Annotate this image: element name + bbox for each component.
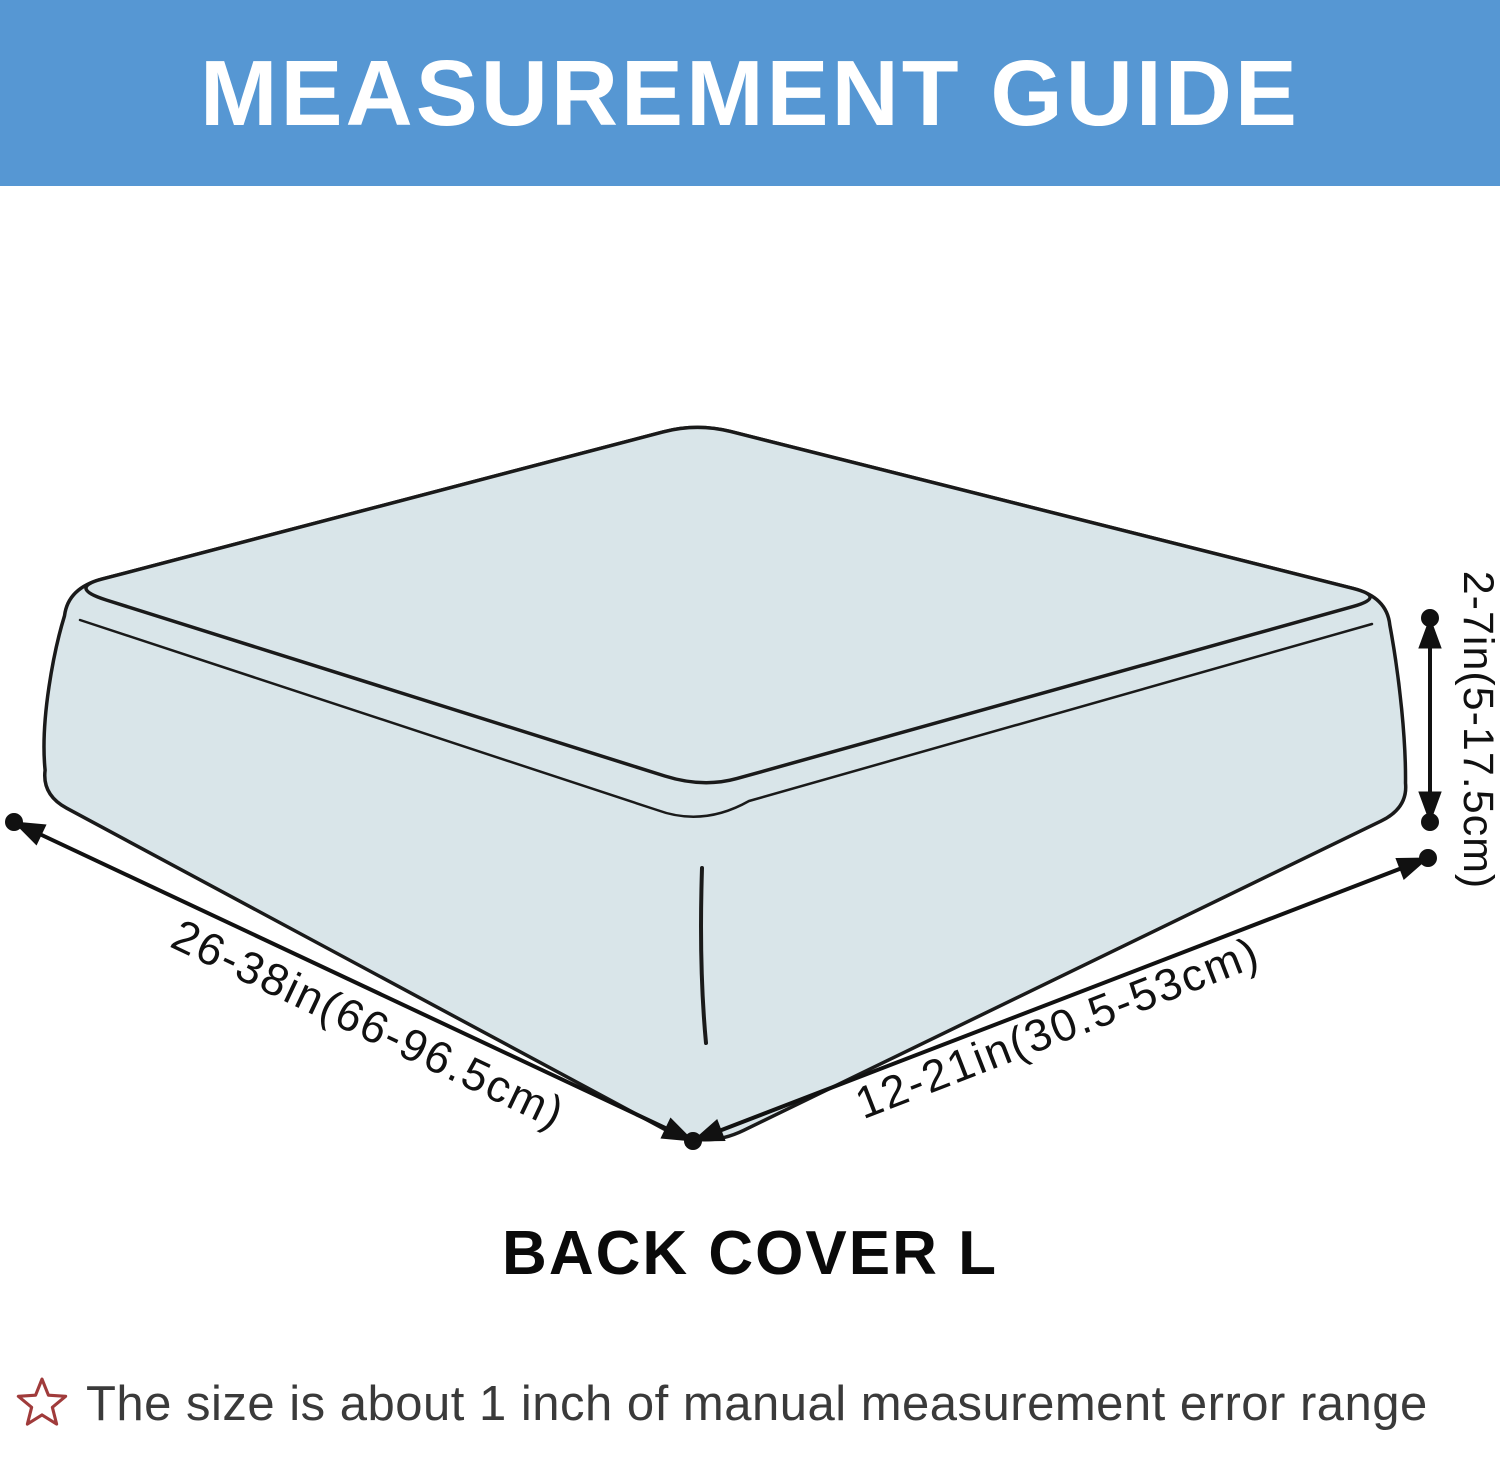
product-label: BACK COVER L bbox=[502, 1219, 998, 1288]
height-dimension-arrow bbox=[1418, 609, 1442, 831]
cushion-top-face bbox=[84, 425, 1372, 785]
cushion-front-slit bbox=[699, 866, 708, 1045]
footnote-text: The size is about 1 inch of manual measu… bbox=[86, 1377, 1428, 1431]
cushion-measurement-diagram: 26-38in(66-96.5cm) 12-21in(30.5-53cm) 2-… bbox=[5, 425, 1500, 1150]
cushion bbox=[42, 425, 1408, 1142]
cushion-seam-line bbox=[78, 618, 1374, 818]
header-banner: MEASUREMENT GUIDE bbox=[0, 0, 1500, 186]
page-title: MEASUREMENT GUIDE bbox=[200, 40, 1300, 145]
depth-dimension-arrow bbox=[691, 849, 1437, 1143]
height-dimension-label: 2-7in(5-17.5cm) bbox=[1454, 571, 1500, 890]
footnote: The size is about 1 inch of manual measu… bbox=[14, 1376, 1494, 1432]
star-icon bbox=[16, 1377, 68, 1426]
